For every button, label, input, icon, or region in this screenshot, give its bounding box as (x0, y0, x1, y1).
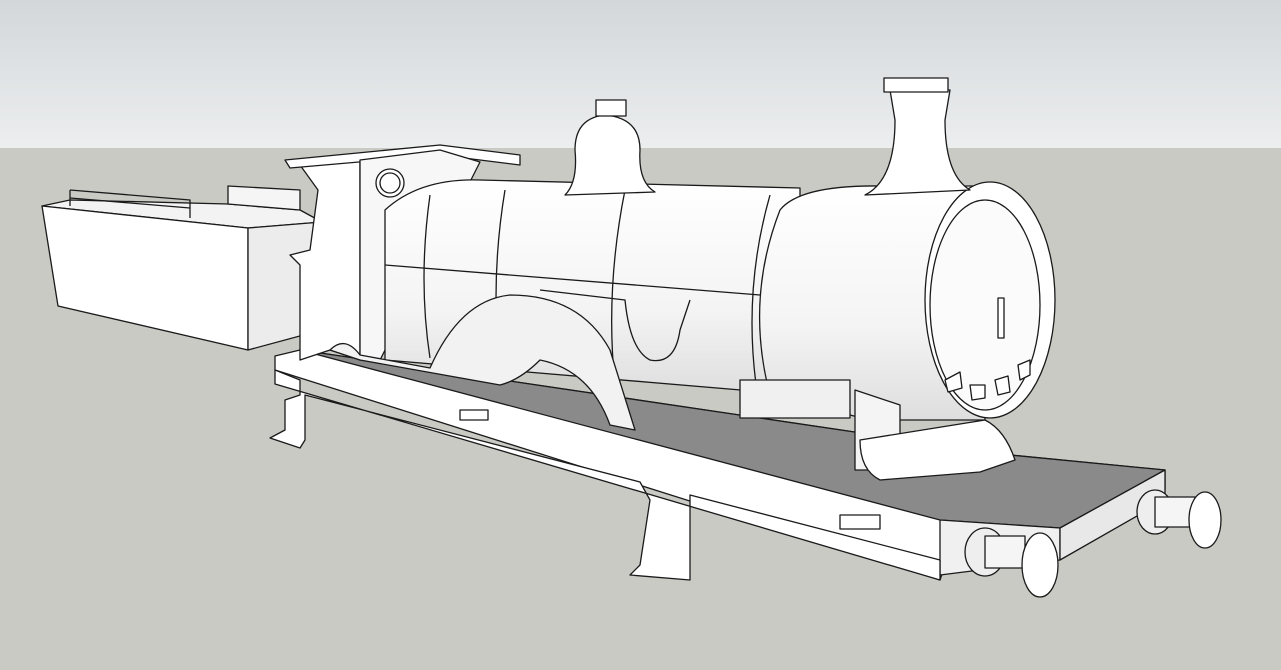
smokebox[interactable] (758, 181, 1056, 421)
dome[interactable] (564, 99, 656, 196)
sky (0, 0, 1281, 148)
buffers[interactable] (964, 489, 1222, 598)
tender[interactable] (41, 185, 323, 351)
chimney[interactable] (864, 77, 971, 196)
splashers[interactable] (329, 289, 1016, 481)
locomotive-model[interactable] (41, 77, 1222, 598)
